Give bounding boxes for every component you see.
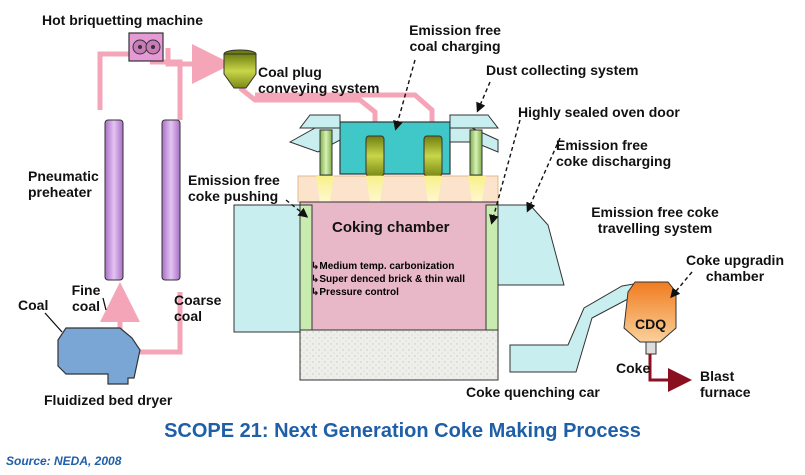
label-coke-upgrading-chamber: Coke upgradin chamber [680, 252, 790, 284]
leader-coke-discharging [526, 137, 561, 213]
label-pushing-line1: Emission free [188, 172, 280, 188]
leader-fine-coal [102, 297, 107, 311]
charging-port-3 [424, 176, 442, 202]
feature-item-2: ↳Super denced brick & thin wall [311, 274, 465, 285]
leader-coke-upgrading [670, 271, 693, 299]
label-dust-collecting-system: Dust collecting system [486, 62, 639, 78]
coke-guide-car [497, 204, 565, 286]
label-blast-line2: furnace [700, 384, 751, 400]
label-preheater-line1: Pneumatic [28, 168, 99, 184]
label-discharging-line1: Emission free [556, 137, 648, 153]
label-coke-quenching-car: Coke quenching car [466, 384, 600, 400]
label-coarse-line1: Coarse [174, 292, 222, 308]
riser-pipe-1 [319, 129, 333, 176]
label-charging-line2: coal charging [409, 38, 501, 54]
fluidized-bed-dryer [57, 327, 141, 385]
label-travelling-line1: Emission free coke [591, 204, 719, 220]
coking-chamber [299, 201, 499, 331]
label-coal-plug: Coal plug conveying system [258, 64, 379, 96]
feature-item-1: ↳Medium temp. carbonization [311, 261, 455, 272]
coal-plug-hopper [223, 49, 257, 89]
label-discharging-line2: coke discharging [556, 153, 672, 169]
feature-list: ↳Medium temp. carbonization ↳Super dence… [311, 260, 465, 299]
label-charging-line1: Emission free [409, 22, 501, 38]
leader-sealed-door [489, 119, 521, 225]
label-cdq: CDQ [635, 316, 667, 332]
label-coarse-coal: Coarse coal [174, 292, 221, 324]
charging-hopper-1 [365, 135, 385, 177]
briquetting-to-coal-plug-pipe [165, 44, 232, 84]
label-preheater-line2: preheater [28, 184, 92, 200]
label-emission-free-pushing: Emission free coke pushing [188, 172, 280, 204]
charging-port-1 [316, 176, 334, 202]
feature-text-1: Medium temp. carbonization [319, 261, 455, 272]
label-hot-briquetting-machine: Hot briquetting machine [42, 12, 203, 28]
charging-hopper-2 [423, 135, 443, 177]
label-fluidized-bed-dryer: Fluidized bed dryer [44, 392, 173, 408]
label-upgrading-line1: Coke upgradin [685, 252, 784, 268]
cdq-chamber [623, 281, 677, 355]
source-note: Source: NEDA, 2008 [6, 454, 122, 468]
label-pneumatic-preheater: Pneumatic preheater [28, 168, 99, 200]
label-emission-free-charging: Emission free coal charging [375, 22, 535, 54]
leader-coal [44, 312, 63, 333]
leader-coke-pushing [285, 199, 309, 218]
dust-duct-left [298, 114, 341, 129]
feature-text-2: Super denced brick & thin wall [319, 274, 465, 285]
feature-item-3: ↳Pressure control [311, 287, 399, 298]
coke-quenching-car [509, 282, 641, 373]
label-travelling-line2: travelling system [597, 220, 713, 236]
plug-to-charging-left-pipe [238, 86, 378, 140]
charging-port-2 [366, 176, 384, 202]
hot-briquetting-machine [128, 32, 164, 62]
label-fine-coal: Fine coal [66, 282, 106, 314]
label-fine-line2: coal [71, 298, 100, 314]
label-fine-line1: Fine [71, 282, 101, 298]
charging-port-4 [468, 176, 486, 202]
feature-text-3: Pressure control [319, 287, 399, 298]
label-coarse-line2: coal [174, 308, 203, 324]
coke-pusher-machine [233, 204, 301, 333]
oven-foundation [299, 329, 499, 381]
briquetting-to-preheater-pipe [97, 51, 134, 110]
label-pushing-line2: coke pushing [188, 188, 279, 204]
leader-coal-charging [393, 59, 416, 131]
label-coal-plug-line2: conveying system [258, 80, 380, 96]
label-coke: Coke [616, 360, 651, 376]
dryer-to-coarse-pipe [140, 292, 183, 355]
label-coal-plug-line1: Coal plug [258, 64, 322, 80]
label-coal: Coal [18, 297, 49, 313]
riser-pipe-2 [469, 129, 483, 176]
coke-to-blast-furnace-arrow [648, 354, 692, 392]
briquetting-to-coarse-pipe [150, 59, 183, 120]
label-blast-furnace: Blast furnace [700, 368, 751, 400]
label-emission-free-discharging: Emission free coke discharging [556, 137, 671, 169]
label-emission-free-travelling: Emission free coke travelling system [560, 204, 750, 236]
leader-dust-collecting [476, 81, 491, 113]
oven-top-structure [288, 114, 500, 203]
dust-duct-right [449, 114, 500, 129]
diagram-title: SCOPE 21: Next Generation Coke Making Pr… [164, 420, 641, 442]
fine-coal-preheater-column [104, 119, 124, 281]
label-sealed-oven-door: Highly sealed oven door [518, 104, 680, 120]
coarse-coal-preheater-column [161, 119, 181, 281]
label-blast-line1: Blast [700, 368, 735, 384]
label-upgrading-line2: chamber [705, 268, 765, 284]
oven-door-right [485, 204, 499, 331]
label-coking-chamber: Coking chamber [332, 219, 450, 236]
